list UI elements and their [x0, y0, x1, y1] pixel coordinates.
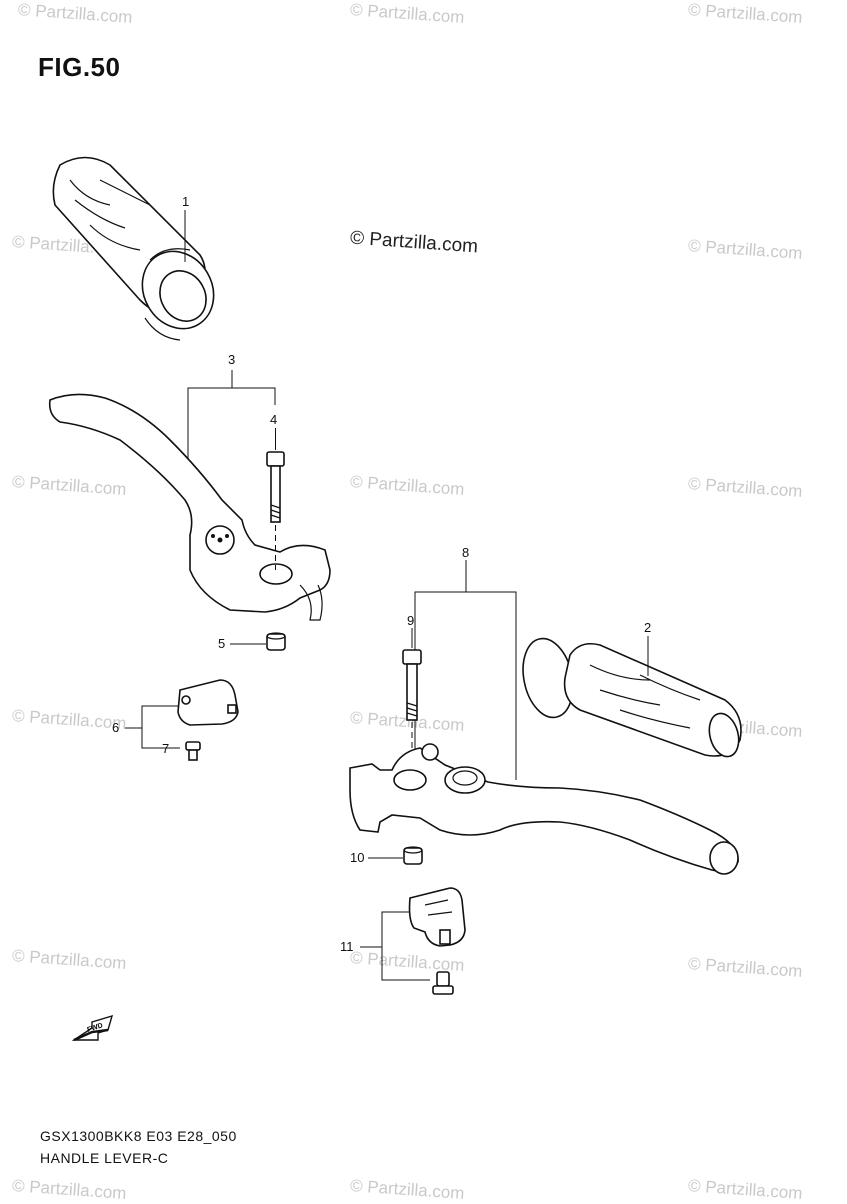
- model-code: GSX1300BKK8 E03 E28_050: [40, 1128, 237, 1144]
- grip-right[interactable]: [516, 634, 743, 760]
- screw-clutch-switch[interactable]: [185, 741, 201, 761]
- switch-clutch[interactable]: [177, 679, 239, 726]
- callout-label: 2: [644, 620, 651, 635]
- section-name: HANDLE LEVER-C: [40, 1150, 169, 1166]
- callout-label: 4: [270, 412, 277, 427]
- callout-label: 10: [350, 850, 364, 865]
- brake-lever[interactable]: [349, 743, 739, 875]
- callout-label: 1: [182, 194, 189, 209]
- pivot-bolt-lower[interactable]: [402, 649, 422, 721]
- nut-upper[interactable]: [266, 632, 286, 651]
- nut-lower[interactable]: [403, 846, 423, 865]
- callout-label: 6: [112, 720, 119, 735]
- fwd-arrow-icon: FWD: [71, 1014, 114, 1042]
- fwd-label: FWD: [86, 1022, 103, 1034]
- switch-brake[interactable]: [408, 887, 466, 947]
- figure-title: FIG.50: [38, 52, 121, 82]
- pivot-bolt-upper[interactable]: [266, 451, 285, 523]
- callout-label: 3: [228, 352, 235, 367]
- grip-left[interactable]: [52, 156, 227, 342]
- callout-label: 5: [218, 636, 225, 651]
- callout-label: 7: [162, 741, 169, 756]
- callout-label: 8: [462, 545, 469, 560]
- callout-label: 9: [407, 613, 414, 628]
- screw-brake-switch[interactable]: [432, 971, 454, 995]
- clutch-lever[interactable]: [48, 393, 331, 621]
- callout-label: 11: [340, 939, 354, 954]
